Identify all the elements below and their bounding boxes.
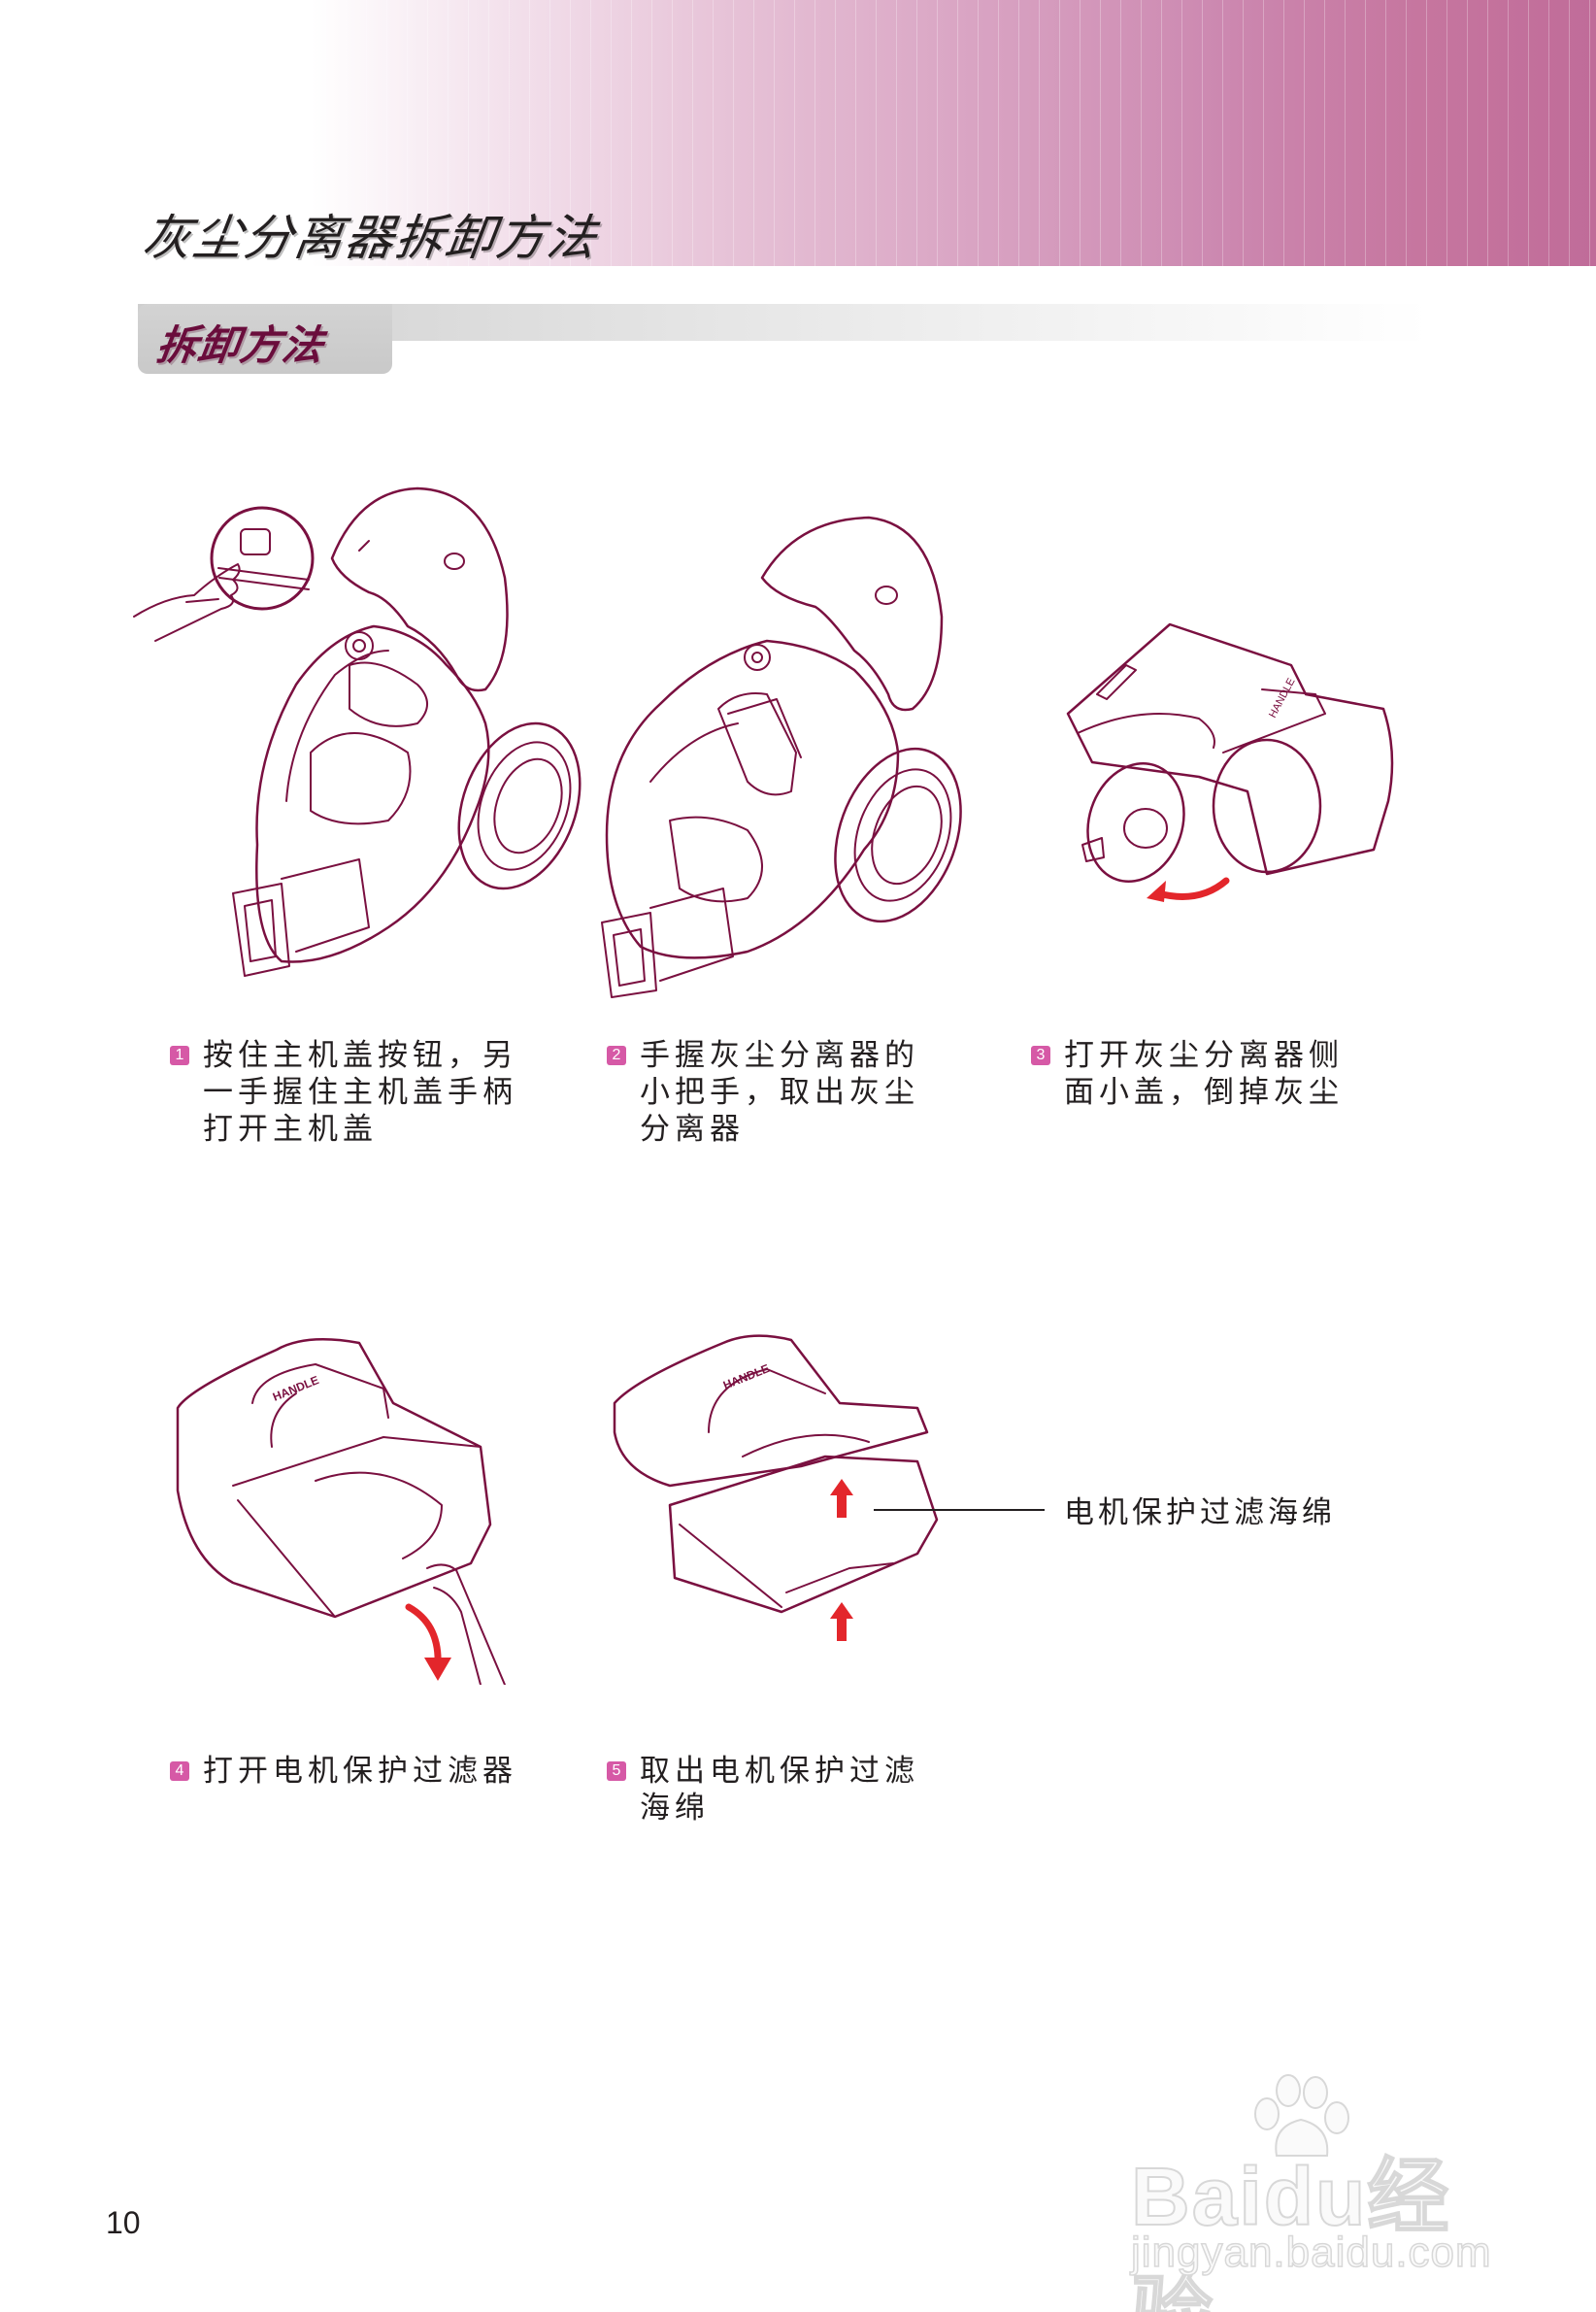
step-text: 手握灰尘分离器的 小把手，取出灰尘 分离器 (640, 1038, 919, 1147)
vacuum-separator-handle-icon (582, 500, 1029, 1000)
step-4-caption: 4 打开电机保护过滤器 (170, 1753, 578, 1790)
step-number-badge: 4 (170, 1761, 189, 1781)
callout-leader-line (874, 1509, 1045, 1511)
paw-icon (1254, 2074, 1349, 2157)
step-5-caption: 5 取出电机保护过滤 海绵 (607, 1753, 976, 1826)
watermark-url: jingyan.baidu.com (1130, 2228, 1492, 2277)
lift-up-arrows-icon (830, 1479, 853, 1641)
motor-filter-sponge-remove-icon: HANDLE (597, 1296, 961, 1660)
watermark-logo: Baidu经验 (1130, 2150, 1451, 2312)
step-1-caption: 1 按住主机盖按钮，另 一手握住主机盖手柄 打开主机盖 (170, 1037, 578, 1148)
step-text: 打开灰尘分离器侧 面小盖，倒掉灰尘 (1064, 1038, 1344, 1110)
page-title: 灰尘分离器拆卸方法 (139, 210, 602, 266)
rotate-arrow-icon (1147, 877, 1230, 902)
motor-filter-open-icon: HANDLE (160, 1296, 558, 1685)
section-header-tab (138, 304, 392, 374)
callout-label: 电机保护过滤海绵 (1064, 1495, 1336, 1530)
watermark: Baidu经验 jingyan.baidu.com (1130, 2073, 1510, 2312)
step-text: 按住主机盖按钮，另 一手握住主机盖手柄 打开主机盖 (203, 1038, 517, 1147)
step-text: 取出电机保护过滤 海绵 (640, 1754, 919, 1826)
step-number-badge: 3 (1031, 1046, 1050, 1065)
page-number: 10 (106, 2205, 141, 2240)
step-number-badge: 5 (607, 1761, 626, 1781)
section-title: 拆卸方法 (153, 321, 328, 369)
separator-side-cover-open-icon: HANDLE (1053, 607, 1408, 913)
header-gradient-band (0, 0, 1596, 266)
step-text: 打开电机保护过滤器 (203, 1754, 517, 1789)
step-number-badge: 2 (607, 1046, 626, 1065)
vacuum-lid-open-with-button-inset-icon (126, 471, 592, 1000)
step-3-caption: 3 打开灰尘分离器侧 面小盖，倒掉灰尘 (1031, 1037, 1400, 1111)
pull-down-arrow-icon (405, 1603, 451, 1681)
step-number-badge: 1 (170, 1046, 189, 1065)
step-2-caption: 2 手握灰尘分离器的 小把手，取出灰尘 分离器 (607, 1037, 976, 1148)
